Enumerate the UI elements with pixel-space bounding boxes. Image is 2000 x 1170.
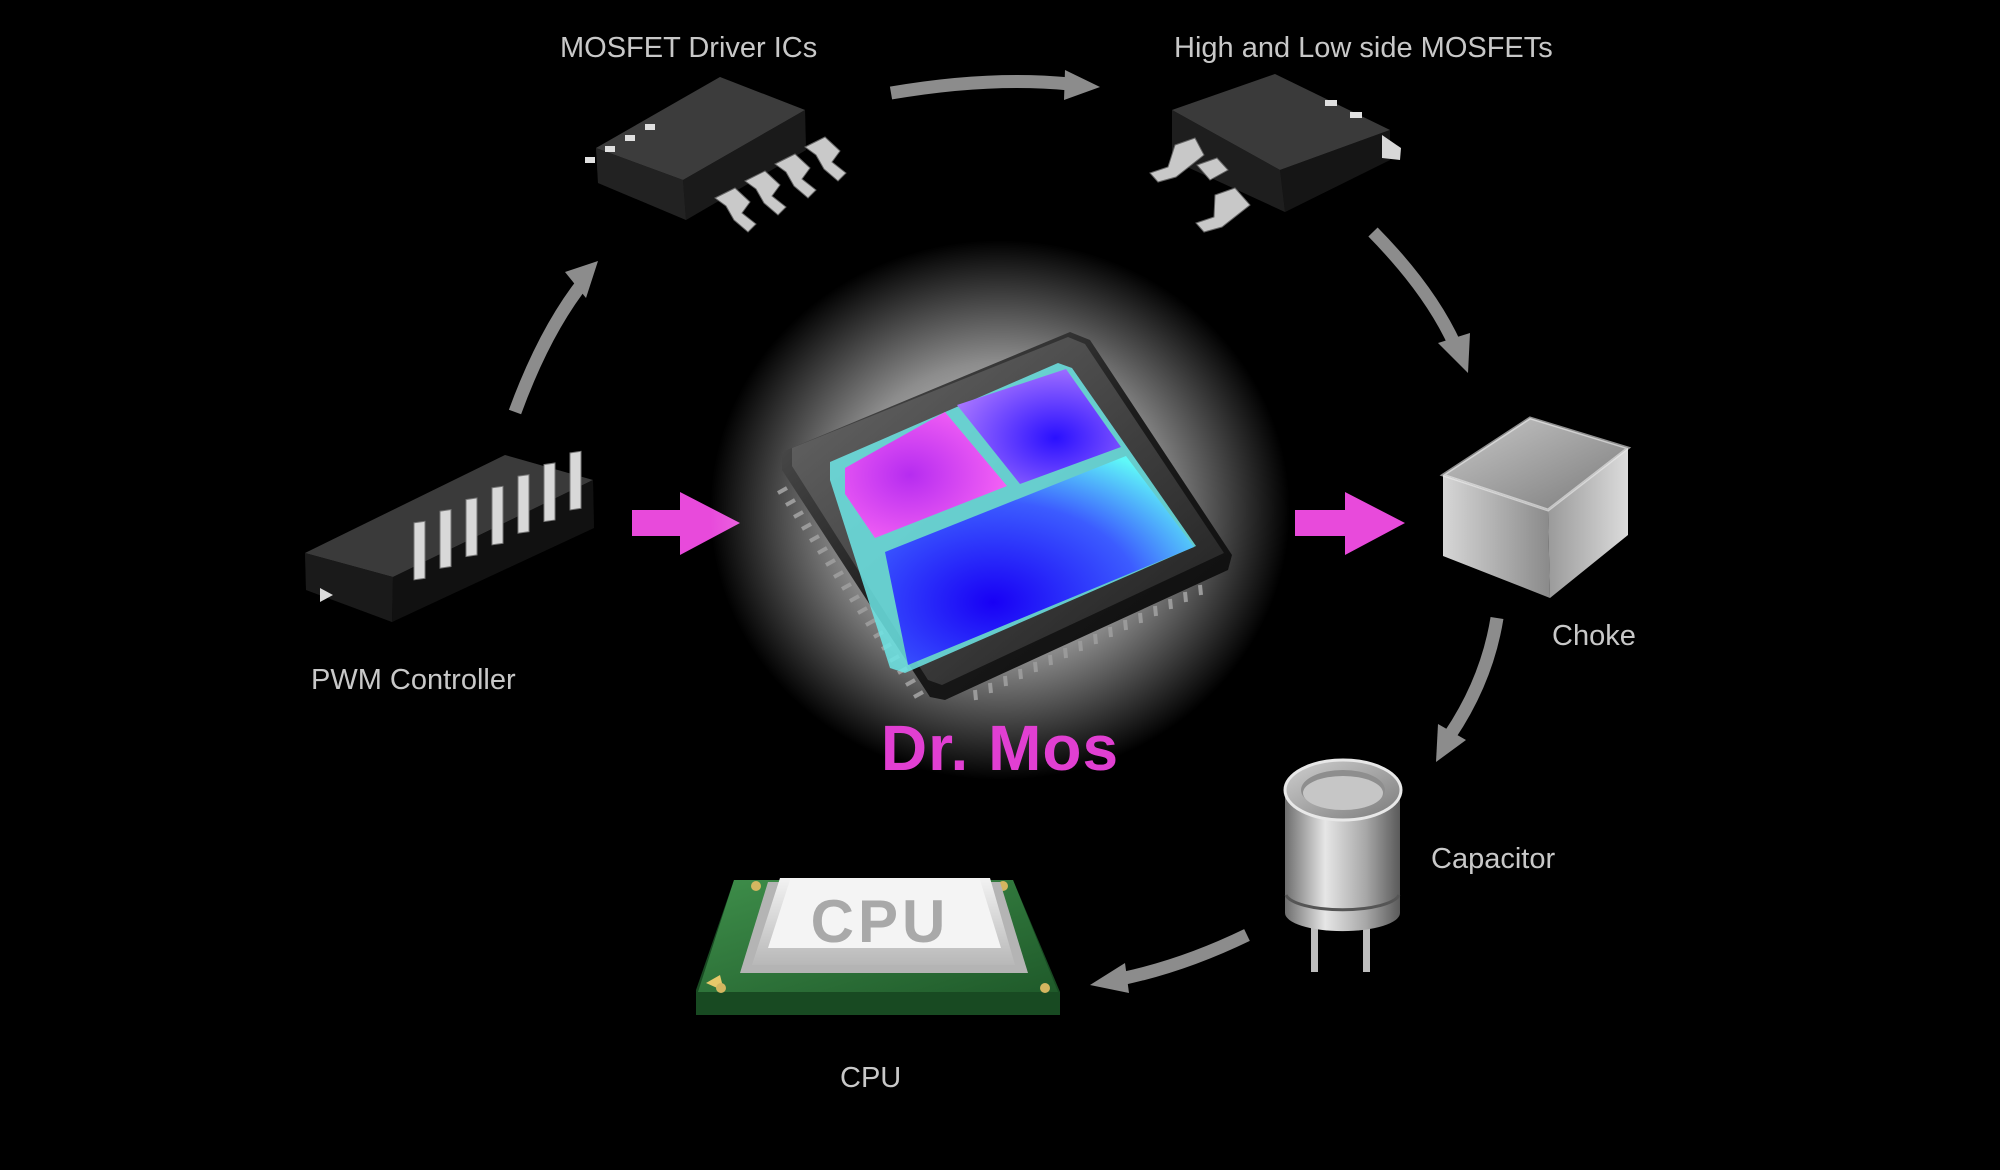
- label-mosfet-driver-ics: MOSFET Driver ICs: [560, 32, 818, 64]
- label-pwm-controller: PWM Controller: [311, 664, 516, 696]
- pwm-controller-chip: [305, 450, 594, 622]
- pink-arrow-output: [1295, 492, 1405, 555]
- capacitor-component: [1283, 758, 1403, 972]
- cpu-chip-text: CPU: [811, 888, 950, 955]
- choke-component: [1439, 416, 1632, 598]
- mosfet-driver-ic-chip: [585, 77, 847, 233]
- label-choke: Choke: [1552, 620, 1636, 652]
- chip-pins: [777, 486, 1203, 701]
- flow-arrow-choke-to-capacitor: [1436, 616, 1504, 762]
- chip-panel-violet: [957, 369, 1121, 484]
- label-capacitor: Capacitor: [1431, 843, 1556, 875]
- dr-mos-chip: [710, 240, 1290, 780]
- mosfet-chip: [1149, 74, 1401, 233]
- cpu-component: [696, 878, 1060, 1015]
- flow-arrow-driver-to-mosfets: [889, 70, 1100, 100]
- diagram-title: Dr. Mos: [880, 712, 1120, 784]
- label-cpu: CPU: [840, 1062, 902, 1094]
- label-high-low-side-mosfets: High and Low side MOSFETs: [1174, 32, 1553, 64]
- pink-arrow-input: [632, 492, 740, 555]
- flow-arrow-pwm-to-driver: [508, 261, 598, 415]
- flow-arrow-capacitor-to-cpu: [1090, 929, 1250, 993]
- chip-panel-magenta: [845, 412, 1007, 538]
- chip-panel-blue: [885, 456, 1194, 665]
- flow-arrow-mosfets-to-choke: [1368, 227, 1470, 373]
